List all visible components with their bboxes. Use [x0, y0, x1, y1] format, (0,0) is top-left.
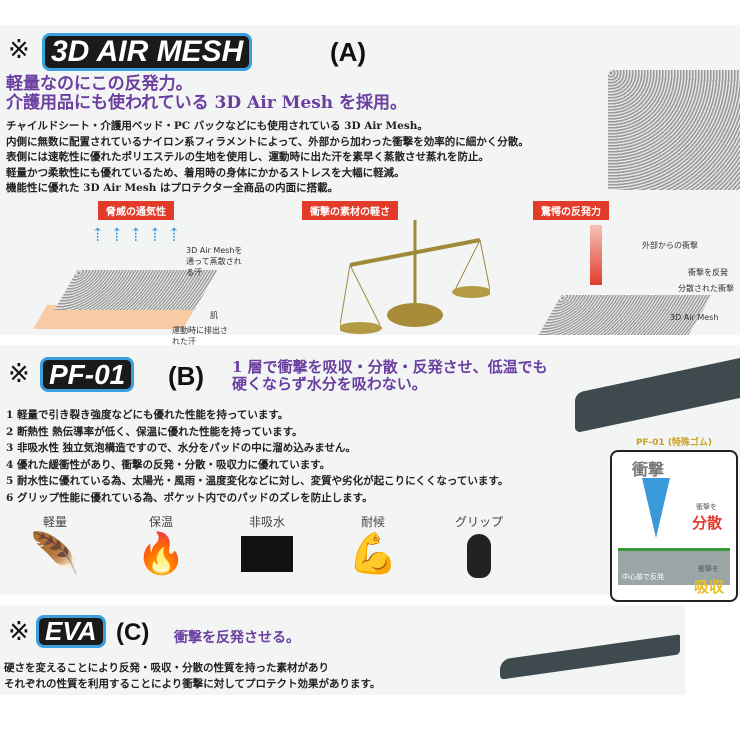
reference-mark: ※ — [8, 35, 30, 65]
diagram-label: 中心部で反発 — [622, 573, 664, 581]
product-logo-3d-air-mesh: 3D AIR MESH — [42, 33, 253, 71]
headline-line: 硬くならず水分を吸わない。 — [232, 375, 427, 393]
mesh-material-photo — [608, 70, 740, 190]
product-logo-eva: EVA — [36, 615, 106, 649]
section-letter: (C) — [116, 619, 150, 646]
impact-label: 衝撃 — [632, 460, 665, 479]
section-letter: (B) — [168, 361, 205, 391]
description: 硬さを変えることにより反発・吸収・分散の性質を持った素材があり それぞれの性質を… — [4, 660, 380, 692]
panel-tag: 衝撃の素材の軽さ — [302, 201, 398, 220]
callout-label: 衝撃を反発 — [688, 268, 728, 277]
feature-icons: 軽量 🪶 保温 🔥 非吸水 耐候 💪 グリップ — [20, 513, 514, 578]
icon-label: 非吸水 — [248, 515, 285, 529]
rubber-block — [618, 548, 730, 585]
description-line: チャイルドシート・介護用ベッド・PC バックなどにも使用されている 3D Air… — [6, 120, 428, 132]
headline-line: 軽量なのにこの反発力。 — [6, 74, 193, 94]
callout-label: 運動時に排出された汗 — [172, 326, 228, 346]
section-3d-air-mesh: ※ 3D AIR MESH (A) 軽量なのにこの反発力。 介護用品にも使われて… — [0, 25, 740, 346]
description-line: 内側に無数に配置されているナイロン系フィラメントによって、外部から加わった衝撃を… — [6, 135, 529, 148]
feature-icon-warm: 保温 🔥 — [126, 513, 196, 578]
icon-label: 軽量 — [42, 515, 67, 529]
feature-item: 6 グリップ性能に優れている為、ポケット内でのパッドのズレを防止します。 — [6, 491, 373, 504]
feature-item: 2 断熱性 熱伝導率が低く、保温に優れた性能を持っています。 — [6, 425, 303, 438]
pf-01-material-photo — [575, 356, 740, 434]
description-line: 軽量かつ柔軟性にも優れているため、着用時の身体にかかるストレスを大幅に軽減。 — [6, 166, 405, 179]
diagram-title: PF-01 (特殊ゴム) — [635, 438, 713, 448]
description: チャイルドシート・介護用ベッド・PC バックなどにも使用されている 3D Air… — [6, 119, 529, 197]
feature-item: 4 優れた緩衝性があり、衝撃の反発・分散・吸収力に優れています。 — [6, 458, 331, 471]
product-logo-pf-01: PF-01 — [40, 357, 135, 393]
panel-tag: 驚愕の反発力 — [533, 201, 609, 220]
strongman-weather-icon: 💪 — [348, 531, 398, 577]
reference-mark: ※ — [8, 617, 30, 647]
callout-label: 3D Air Mesh — [670, 313, 719, 322]
absorb-label: 吸収 — [694, 578, 725, 596]
feather-icon: 🪶 — [30, 531, 80, 577]
headline-line: 介護用品にも使われている 3D Air Mesh を採用。 — [6, 93, 408, 113]
callout-label: 3D Air Meshを通って蒸散される汗 — [186, 246, 243, 277]
water-drop-box-icon — [241, 536, 293, 572]
feature-item: 5 耐水性に優れている為、太陽光・風雨・温度変化などに対し、変質や劣化が起こりに… — [6, 475, 509, 488]
description-line: それぞれの性質を利用することにより衝撃に対してプロテクト効果があります。 — [4, 678, 381, 690]
section-eva: ※ EVA (C) 衝撃を反発させる。 硬さを変えることにより反発・吸収・分散の… — [0, 605, 685, 695]
diagram-label: 衝撃を — [696, 503, 717, 511]
callout-label: 外部からの衝撃 — [642, 241, 698, 250]
vapor-arrows-icon: ⇡⇡⇡⇡⇡ — [90, 225, 186, 246]
reference-mark: ※ — [8, 359, 30, 389]
headline-line: 1 層で衝撃を吸収・分散・反発させ、低温でも — [232, 358, 548, 376]
feature-icon-weather: 耐候 💪 — [338, 513, 408, 578]
balance-scale-icon — [340, 220, 490, 334]
impact-arrow-icon — [642, 478, 670, 538]
description-line: 機能性に優れた 3D Air Mesh はプロテクター全商品の内面に搭載。 — [6, 182, 339, 194]
feature-icon-light: 軽量 🪶 — [20, 513, 90, 578]
description-line: 表側には速乾性に優れたポリエステルの生地を使用し、運動時に出た汗を素早く蒸散させ… — [6, 151, 489, 163]
eva-material-photo — [500, 634, 680, 680]
impact-arrow-icon — [590, 225, 602, 285]
shoe-sole-icon — [467, 534, 491, 578]
section-letter: (A) — [330, 37, 367, 67]
callout-label: 分散された衝撃 — [678, 284, 734, 293]
feature-icon-grip: グリップ — [444, 513, 514, 578]
flame-icon: 🔥 — [136, 531, 186, 577]
feature-item: 3 非吸水性 独立気泡構造ですので、水分をパッドの中に溜め込みません。 — [6, 442, 356, 455]
section-pf-01: ※ PF-01 (B) 1 層で衝撃を吸収・分散・反発させ、低温でも 硬くならず… — [0, 345, 740, 602]
panel-tag: 脅威の通気性 — [98, 201, 174, 220]
pf-01-diagram: PF-01 (特殊ゴム) 衝撃 衝撃を 分散 中心部で反発 衝撃を 吸収 — [610, 435, 738, 602]
disperse-label: 分散 — [692, 514, 723, 532]
headline: 1 層で衝撃を吸収・分散・反発させ、低温でも 硬くならず水分を吸わない。 — [232, 359, 548, 393]
headline: 軽量なのにこの反発力。 介護用品にも使われている 3D Air Mesh を採用… — [6, 75, 407, 113]
feature-item: 1 軽量で引き裂き強度などにも優れた性能を持っています。 — [6, 409, 289, 421]
diagram-label: 衝撃を — [698, 565, 719, 573]
icon-label: グリップ — [454, 515, 503, 529]
description-line: 硬さを変えることにより反発・吸収・分散の性質を持った素材があり — [4, 662, 329, 674]
feature-icon-waterproof: 非吸水 — [232, 513, 302, 578]
headline: 衝撃を反発させる。 — [174, 630, 300, 646]
feature-list: 1 軽量で引き裂き強度などにも優れた性能を持っています。 2 断熱性 熱伝導率が… — [6, 407, 508, 507]
icon-label: 耐候 — [360, 515, 385, 529]
callout-label: 肌 — [210, 311, 218, 320]
icon-label: 保温 — [148, 515, 173, 529]
